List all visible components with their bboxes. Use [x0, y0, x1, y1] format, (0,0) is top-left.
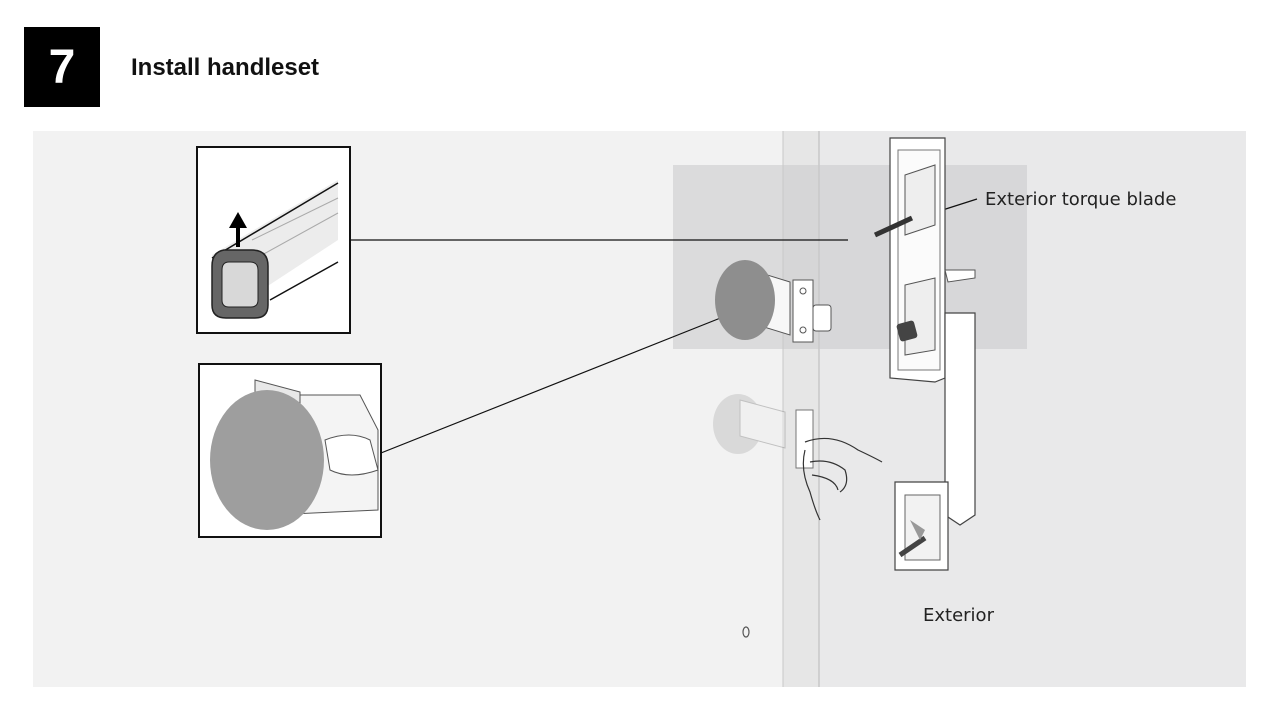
latch-assembly	[715, 260, 832, 343]
inset-latch	[198, 363, 382, 538]
latch-disc-shape	[210, 390, 324, 530]
leader-line-latch	[380, 314, 729, 454]
hand-illustration	[802, 437, 883, 521]
inset-torque-blade	[196, 146, 351, 334]
exterior-label: Exterior	[923, 605, 995, 626]
latch-ghost	[713, 394, 786, 454]
step-number-badge: 7	[24, 27, 100, 107]
door-hole-mark	[742, 626, 750, 638]
handleset	[873, 137, 976, 571]
torque-blade-label: Exterior torque blade	[985, 189, 1176, 210]
up-arrow-head-icon	[229, 212, 247, 228]
torque-blade-shape	[873, 215, 914, 238]
step-title: Install handleset	[131, 54, 320, 81]
